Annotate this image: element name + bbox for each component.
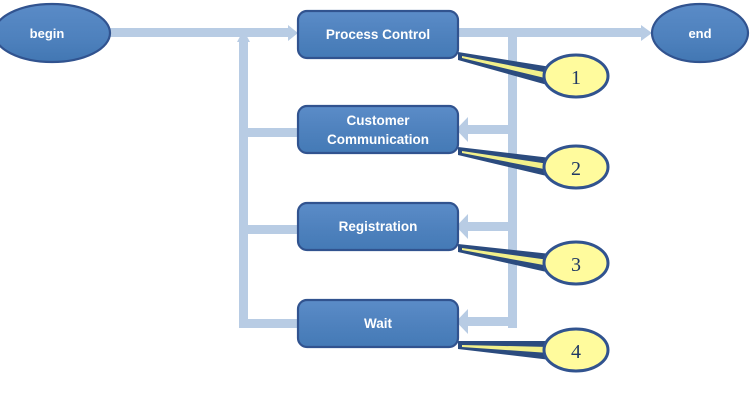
process-control-label: Process Control xyxy=(326,27,430,42)
callout-1-label: 1 xyxy=(571,67,581,89)
callout-1-shape[interactable] xyxy=(542,53,610,99)
callout-badge-3[interactable]: 3 xyxy=(542,240,610,286)
process-control-shape[interactable] xyxy=(296,9,460,60)
connector-dispatch-bus-right xyxy=(456,33,517,334)
callout-3-leader xyxy=(458,244,551,273)
callout-3-label: 3 xyxy=(571,254,581,276)
end-label: end xyxy=(688,26,711,41)
callout-leader-layer xyxy=(458,52,551,360)
callout-badge-4[interactable]: 4 xyxy=(542,327,610,373)
connector-process-control-to-end xyxy=(458,25,652,41)
connector-begin-to-process-control xyxy=(108,25,298,41)
customer-communication-shape[interactable] xyxy=(296,104,460,155)
process-node-registration[interactable]: Registration xyxy=(296,201,460,252)
callout-1-leader xyxy=(458,52,551,86)
process-node-process-control[interactable]: Process Control xyxy=(296,9,460,60)
process-node-customer-communication[interactable]: Customer Communication xyxy=(296,104,460,155)
wait-shape[interactable] xyxy=(296,298,460,349)
callout-badge-1[interactable]: 1 xyxy=(542,53,610,99)
callout-2-leader xyxy=(458,147,551,177)
process-node-wait[interactable]: Wait xyxy=(296,298,460,349)
callout-4-shape[interactable] xyxy=(542,327,610,373)
terminal-node-begin[interactable]: begin xyxy=(0,2,112,64)
callout-3-shape[interactable] xyxy=(542,240,610,286)
customer-communication-label-line2: Communication xyxy=(327,132,429,147)
begin-shape[interactable] xyxy=(0,2,112,64)
begin-label: begin xyxy=(30,26,65,41)
wait-label: Wait xyxy=(364,316,392,331)
callout-2-label: 2 xyxy=(571,158,581,180)
callout-4-leader xyxy=(458,341,551,360)
callout-2-shape[interactable] xyxy=(542,144,610,190)
callout-4-label: 4 xyxy=(571,341,581,363)
terminal-node-end[interactable]: end xyxy=(650,2,750,64)
connector-feedback-bus-left xyxy=(237,30,300,328)
registration-shape[interactable] xyxy=(296,201,460,252)
customer-communication-label-line1: Customer xyxy=(346,113,410,128)
registration-label: Registration xyxy=(339,219,418,234)
end-shape[interactable] xyxy=(650,2,750,64)
connector-layer xyxy=(108,25,652,334)
callout-badge-2[interactable]: 2 xyxy=(542,144,610,190)
